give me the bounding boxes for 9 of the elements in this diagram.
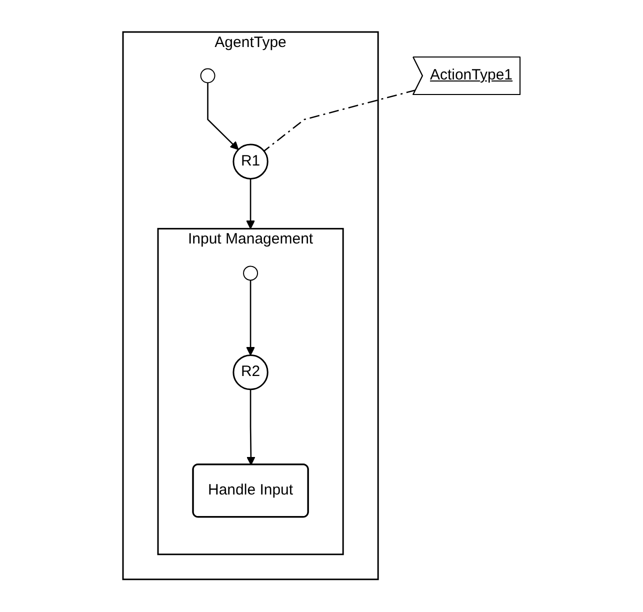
node-circle (243, 266, 258, 281)
arrow (246, 179, 255, 230)
connector (264, 90, 416, 152)
node-circle: R1 (232, 144, 268, 180)
node-circle: R2 (232, 354, 268, 390)
node-circle (200, 68, 216, 84)
arrow (246, 390, 256, 466)
arrow (246, 280, 255, 356)
arrow (207, 83, 239, 150)
